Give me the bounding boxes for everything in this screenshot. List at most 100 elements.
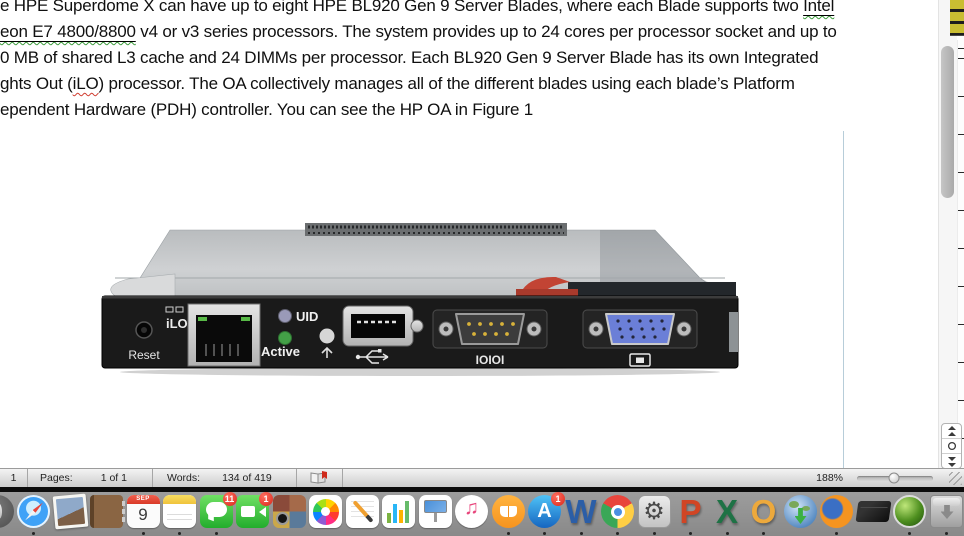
pages-status[interactable]: Pages: 1 of 1 (28, 469, 153, 487)
active-led (278, 331, 292, 345)
launchpad-icon (0, 495, 14, 528)
figure-server-blade[interactable]: Reset iLO UID Active (100, 216, 745, 380)
ibooks-icon (491, 495, 525, 528)
window-resize-grip[interactable] (949, 471, 962, 485)
dock-item-chrome[interactable] (600, 492, 637, 536)
rj45-led-right (241, 317, 250, 321)
dock-item-powerpoint[interactable]: P (673, 492, 710, 536)
system-preferences-icon (637, 495, 671, 528)
paragraph-line: 0 MB of shared L3 cache and 24 DIMMs per… (0, 45, 946, 71)
dock-item-itunes[interactable] (454, 492, 491, 536)
dock-item-keynote[interactable] (417, 492, 454, 536)
dock-item-facetime[interactable]: 1 (235, 492, 273, 536)
calendar-day: 9 (138, 505, 148, 524)
calendar-month: SEP (126, 495, 160, 504)
pages-icon (345, 495, 379, 528)
usb-bezel-ear (410, 319, 424, 333)
port-glyph (175, 306, 184, 313)
rj45-led-left (198, 317, 207, 321)
downloads-drive-icon (929, 495, 963, 528)
zoom-slider-thumb[interactable] (888, 472, 900, 484)
reset-button-hole (141, 327, 147, 333)
blade-shadow (120, 368, 720, 376)
monitor-icon (629, 353, 651, 367)
dock-item-numbers[interactable] (381, 492, 418, 536)
spellcheck-book-icon (310, 471, 327, 484)
section-indicator: 1 (0, 469, 28, 487)
contacts-icon (90, 495, 125, 528)
dock-item-green-orb[interactable] (892, 492, 929, 536)
select-browse-object-button[interactable] (942, 439, 961, 454)
dock-item-contacts[interactable] (89, 492, 125, 536)
chrome-icon (601, 495, 634, 528)
dock-item-safari[interactable] (16, 492, 53, 536)
grammar-underline: eon E7 4800/8800 (0, 22, 136, 41)
power-button (319, 328, 335, 344)
dock-item-notes[interactable] (162, 492, 199, 536)
paragraph-line: e HPE Superdome X can have up to eight H… (0, 0, 946, 19)
ilo-label: iLO (166, 316, 188, 331)
firefox-icon (820, 495, 853, 528)
active-label: Active (261, 344, 300, 359)
vga-pins (616, 319, 666, 339)
itunes-icon (455, 495, 488, 528)
dock-item-photos[interactable] (308, 492, 345, 536)
dock-item-black-case[interactable] (855, 492, 892, 536)
dock-item-ibooks[interactable] (490, 492, 527, 536)
dock-item-mail[interactable] (52, 492, 89, 536)
word-glyph: W (565, 493, 597, 530)
notes-icon (163, 495, 196, 528)
mail-icon (52, 493, 88, 530)
zoom-slider[interactable] (857, 472, 933, 484)
line-text: v4 or v3 series processors. The system p… (135, 22, 837, 41)
pages-label: Pages: (40, 472, 73, 484)
release-latch-bar (516, 289, 578, 297)
words-label: Words: (167, 472, 201, 484)
dock-item-system-preferences[interactable] (636, 492, 673, 536)
globe-download-icon (783, 495, 817, 528)
notification-badge: 11 (222, 492, 237, 506)
power-glyph (321, 346, 333, 358)
dock-item-photo-booth[interactable] (271, 492, 308, 536)
dock-item-word[interactable]: W (563, 492, 600, 536)
spellcheck-status[interactable] (297, 469, 343, 487)
words-value: 134 of 419 (222, 472, 272, 484)
excel-glyph: X (715, 493, 738, 530)
dock-item-pages[interactable] (344, 492, 381, 536)
excel-icon: X (711, 495, 744, 528)
uid-label: UID (296, 309, 318, 324)
green-orb-icon (893, 495, 926, 528)
rj45-port (196, 315, 252, 362)
dock-item-messages[interactable]: 11 (198, 492, 237, 536)
dock-item-outlook[interactable]: O (746, 492, 783, 536)
paragraph-line: eon E7 4800/8800 v4 or v3 series process… (0, 19, 946, 45)
powerpoint-icon: P (674, 495, 707, 528)
dock-item-firefox[interactable] (819, 492, 856, 536)
dock-item-globe-downloader[interactable] (782, 492, 819, 536)
vertical-scrollbar-thumb[interactable] (941, 46, 954, 198)
faceplate-edge (102, 296, 738, 299)
words-status[interactable]: Words: 134 of 419 (153, 469, 297, 487)
left-bezel (110, 273, 176, 297)
browse-buttons (941, 423, 962, 469)
paragraph-line: ghts Out (iLO) processor. The OA collect… (0, 71, 946, 97)
dock-item-excel[interactable]: X (709, 492, 746, 536)
previous-page-button[interactable] (942, 424, 961, 439)
line-text: ) processor. The OA collectively manages… (98, 74, 795, 93)
dock-item-launchpad[interactable] (0, 492, 16, 536)
line-text: e HPE Superdome X can have up to eight H… (0, 0, 804, 15)
vent-grille (305, 223, 567, 236)
usb-port (351, 314, 405, 338)
grammar-underline: Intel (803, 0, 834, 15)
photo-booth-icon (272, 495, 306, 528)
notification-badge: 1 (551, 492, 565, 506)
latch-recess (568, 282, 736, 296)
dock-item-downloads-drive[interactable] (928, 492, 964, 536)
next-page-button[interactable] (942, 454, 961, 468)
usb-icon-dot (355, 354, 361, 360)
app-store-glyph: A (537, 500, 552, 522)
